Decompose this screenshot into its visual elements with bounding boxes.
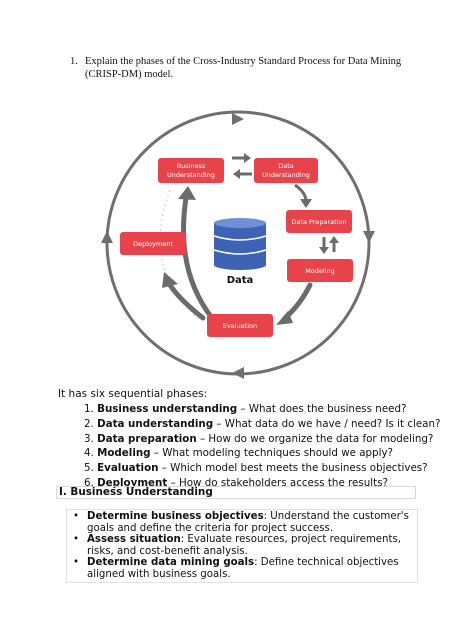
evaluation-to-business-arrowhead: [178, 186, 196, 200]
box-data-line1: Data: [278, 162, 294, 170]
question: 1. Explain the phases of the Cross-Indus…: [70, 55, 415, 81]
understanding-to-preparation-arrow: [294, 183, 308, 201]
question-number: 1.: [70, 56, 78, 67]
phase-item: 3. Data preparation – How do we organize…: [84, 432, 434, 445]
crisp-dm-diagram: Data Business Understanding Data Underst…: [101, 110, 375, 379]
box-evaluation-label: Evaluation: [223, 322, 257, 330]
bullet-dot-icon: •: [73, 511, 80, 522]
ring-arrowhead-right: [363, 231, 375, 243]
bullet-item: • Determine business objectives: Underst…: [67, 511, 417, 534]
phase-title: Evaluation: [97, 462, 159, 475]
box-deployment-label: Deployment: [133, 240, 173, 248]
phase-desc: – What does the business need?: [237, 403, 407, 415]
section-bullets: • Determine business objectives: Underst…: [66, 509, 418, 583]
modeling-to-evaluation-arrowhead: [276, 311, 293, 325]
business-to-data-arrowhead: [244, 153, 251, 163]
phase-desc: – Which model best meets the business ob…: [158, 462, 428, 475]
bullet-dot-icon: •: [73, 557, 80, 568]
bullet-title: Determine business objectives: [87, 511, 264, 522]
phase-desc: – How do stakeholders access the results…: [167, 476, 389, 489]
bullet-title: Determine data mining goals: [87, 557, 255, 568]
phase-desc: – What data do we have / need? Is it cle…: [213, 417, 441, 430]
phase-title: Modeling: [97, 447, 151, 460]
phase-item: 5. Evaluation – Which model best meets t…: [84, 462, 428, 475]
phase-item: 4. Modeling – What modeling techniques s…: [84, 447, 394, 460]
bullet-text: : Define technical objectives aligned wi…: [87, 557, 399, 580]
box-business-line1: Business: [177, 162, 206, 170]
ring-arrowhead-top: [232, 113, 244, 125]
database-icon: [213, 218, 267, 270]
data-to-business-arrowhead: [233, 169, 240, 179]
phase-title: Deployment: [97, 476, 168, 489]
bullet-title: Assess situation: [87, 534, 181, 545]
phases-list: 1. Business understanding – What does th…: [84, 402, 464, 491]
phase-item: 2. Data understanding – What data do we …: [84, 417, 441, 430]
box-preparation-label: Data Preparation: [291, 218, 346, 226]
phase-title: Business understanding: [97, 403, 238, 415]
phase-title: Data understanding: [97, 417, 214, 430]
ring-arrowhead-left: [101, 231, 113, 243]
box-business-line2: Understanding: [167, 171, 215, 179]
box-modeling-label: Modeling: [305, 267, 335, 275]
bullet-text: : Understand the customer's goals and de…: [87, 511, 409, 534]
database-label: Data: [227, 275, 254, 286]
bullet-dot-icon: •: [73, 534, 80, 545]
evaluation-to-deployment-arrowhead: [162, 272, 178, 288]
box-business-understanding: Business Understanding: [158, 158, 224, 183]
phase-desc: – What modeling techniques should we app…: [150, 447, 394, 460]
modeling-to-preparation-arrowhead: [329, 236, 339, 243]
phase-desc: – How do we organize the data for modeli…: [196, 432, 434, 445]
bullet-item: • Assess situation: Evaluate resources, …: [67, 534, 417, 557]
box-evaluation: Evaluation: [207, 314, 273, 337]
phase-item: 6. Deployment – How do stakeholders acce…: [84, 476, 389, 489]
phase-item: 1. Business understanding – What does th…: [84, 403, 407, 415]
section-heading: I. Business Understanding: [56, 486, 416, 499]
box-deployment: Deployment: [120, 232, 186, 255]
preparation-to-modeling-arrowhead: [319, 247, 329, 254]
box-data-preparation: Data Preparation: [286, 210, 352, 233]
box-data-line2: Understanding: [262, 171, 310, 179]
bullet-item: • Determine data mining goals: Define te…: [67, 557, 417, 580]
phases-intro: It has six sequential phases:: [58, 388, 208, 400]
understanding-to-preparation-arrowhead: [300, 199, 312, 208]
evaluation-to-deployment-arrow: [167, 282, 206, 321]
question-text: Explain the phases of the Cross-Industry…: [85, 56, 402, 80]
phase-title: Data preparation: [97, 432, 197, 445]
bullet-text: : Evaluate resources, project requiremen…: [87, 534, 402, 557]
box-modeling: Modeling: [287, 259, 353, 282]
ring-arrowhead-bottom: [232, 367, 244, 379]
box-data-understanding: Data Understanding: [254, 158, 318, 183]
evaluation-to-business-arrow: [181, 195, 215, 321]
